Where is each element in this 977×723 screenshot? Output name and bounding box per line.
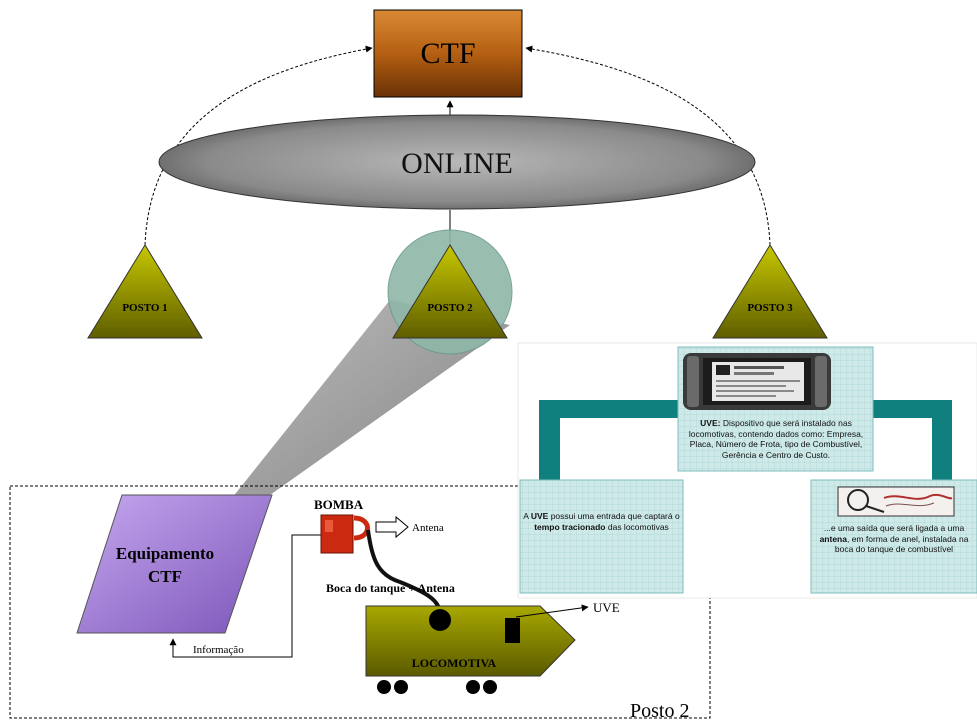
ctf-node: CTF — [373, 9, 523, 98]
posto-2-label: POSTO 2 — [427, 302, 473, 314]
uve-description: UVE: Dispositivo que será instalado nas … — [684, 418, 868, 460]
uve-panel — [517, 342, 977, 599]
antenna-output-bold: antena — [819, 533, 847, 544]
uve-description-text: Dispositivo que será instalado nas locom… — [688, 418, 864, 460]
posto-3: POSTO 3 — [712, 244, 828, 339]
uve-input-bold2: tempo tracionado — [534, 521, 606, 532]
boca-label: Boca do tanque + Antena — [326, 581, 455, 595]
link-posto3-ctf — [525, 45, 771, 246]
uve-device-icon — [683, 353, 831, 410]
antenna-output-description: ...e uma saída que será ligada a uma ant… — [814, 523, 974, 555]
bomba-pump-icon — [320, 514, 370, 554]
posto-1-label: POSTO 1 — [122, 302, 167, 314]
wheel — [377, 680, 391, 694]
link-posto1-ctf — [144, 45, 373, 246]
online-node: ONLINE — [158, 114, 756, 210]
uve-input-pre: A — [523, 511, 531, 521]
wheel — [466, 680, 480, 694]
posto2-frame — [9, 485, 711, 719]
antena-label: Antena — [412, 522, 444, 534]
informacao-label: Informação — [193, 644, 244, 656]
ctf-label: CTF — [420, 37, 475, 70]
posto2-frame-label: Posto 2 — [630, 700, 689, 722]
uve-description-bold: UVE: — [700, 418, 721, 428]
uve-input-box — [519, 479, 684, 594]
wheel — [483, 680, 497, 694]
locomotiva-node: LOCOMOTIVA — [365, 605, 576, 694]
posto-3-label: POSTO 3 — [747, 302, 793, 314]
informacao-line — [169, 534, 321, 658]
uve-input-bold1: UVE — [530, 511, 549, 521]
uve-input-description: A UVE possui uma entrada que captará o t… — [523, 511, 680, 532]
tank-mouth — [429, 609, 451, 631]
uve-input-mid: possui uma entrada que captará o — [548, 511, 680, 521]
uve-tag-label: UVE — [593, 600, 620, 615]
equipamento-label-line1: Equipamento — [116, 544, 214, 563]
teal-connector-left — [539, 400, 679, 480]
antenna-output-post: , em forma de anel, instalada na boca do… — [834, 533, 969, 555]
equipamento-label-line2: CTF — [148, 567, 182, 586]
locomotiva-label: LOCOMOTIVA — [412, 656, 497, 670]
equipamento-ctf-node: Equipamento CTF — [76, 494, 273, 634]
antenna-output-pre: ...e uma saída que será ligada a uma — [823, 523, 965, 533]
uve-input-post: das locomotivas — [605, 521, 669, 532]
hose — [366, 529, 442, 615]
posto-2: POSTO 2 — [392, 244, 508, 339]
online-label: ONLINE — [401, 147, 513, 180]
uve-device-marker — [505, 618, 520, 643]
posto-1: POSTO 1 — [87, 244, 203, 339]
bomba-label: BOMBA — [314, 497, 364, 512]
antena-arrow — [375, 515, 409, 539]
teal-connector-right — [872, 400, 952, 480]
wheel — [394, 680, 408, 694]
uve-pointer — [515, 604, 589, 618]
antenna-ring-icon — [837, 486, 955, 517]
